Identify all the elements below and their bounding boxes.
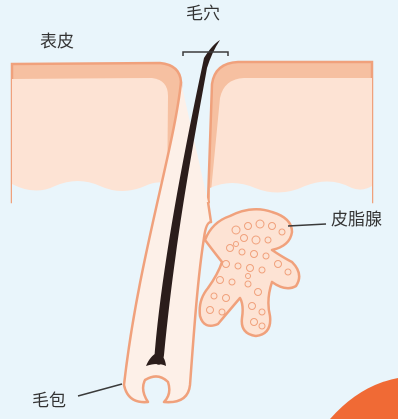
gland-leader-line (288, 224, 326, 226)
pore-bracket (183, 52, 228, 56)
corner-accent-shape (330, 378, 398, 419)
sebaceous-gland (200, 209, 300, 336)
epidermis-label: 表皮 (40, 34, 74, 51)
bulb-leader-line (78, 384, 122, 396)
skin-block-left (12, 63, 181, 215)
hair-bulb-label: 毛包 (32, 393, 66, 410)
sebaceous-gland-outline (200, 209, 300, 336)
pore-label: 毛穴 (186, 6, 220, 23)
sebaceous-gland-label: 皮脂腺 (331, 212, 382, 229)
skin-block-right (208, 62, 372, 215)
